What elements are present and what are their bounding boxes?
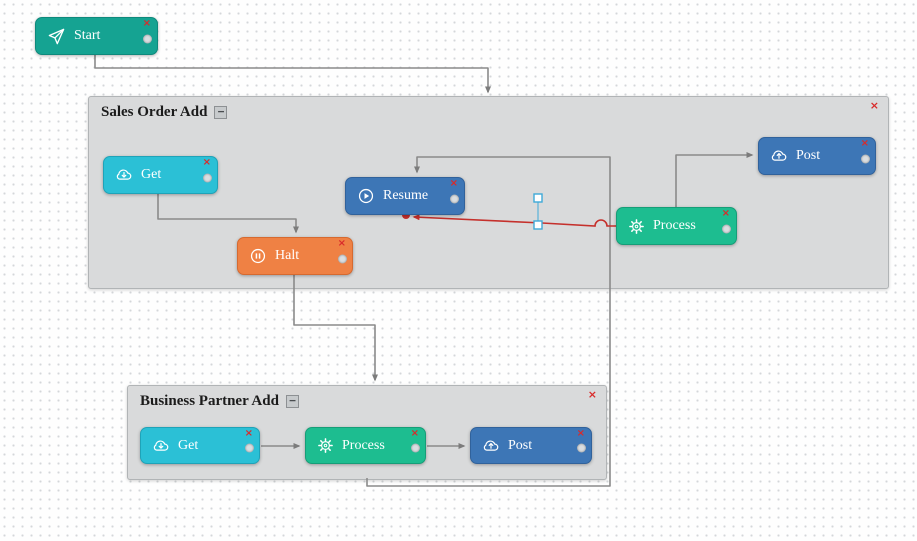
node-label: Post <box>796 148 821 163</box>
node-label: Resume <box>383 188 429 203</box>
connection-halt-to-business-partner[interactable] <box>293 275 378 382</box>
delete-group-button[interactable]: × <box>587 388 597 401</box>
cloud-download-icon <box>115 166 133 184</box>
node-label: Process <box>653 218 696 233</box>
delete-node-button[interactable]: × <box>202 157 211 168</box>
cloud-upload-icon <box>770 147 788 165</box>
delete-group-button[interactable]: × <box>869 99 879 112</box>
node-resume[interactable]: Resume × <box>345 177 465 215</box>
node-post[interactable]: Post × <box>470 427 592 464</box>
delete-node-button[interactable]: × <box>576 428 585 439</box>
connection-start-to-sales-order[interactable] <box>94 55 491 94</box>
connection-port[interactable] <box>338 254 347 264</box>
connection-port[interactable] <box>245 443 254 453</box>
delete-node-button[interactable]: × <box>244 428 253 439</box>
connection-port[interactable] <box>722 224 731 234</box>
node-label: Start <box>74 28 101 43</box>
connection-port[interactable] <box>861 154 870 164</box>
node-label: Process <box>342 437 385 453</box>
gear-icon <box>317 437 334 454</box>
delete-node-button[interactable]: × <box>410 428 419 439</box>
cloud-download-icon <box>152 437 170 455</box>
connection-port[interactable] <box>450 194 459 204</box>
group-title: Sales Order Add <box>101 104 208 120</box>
play-circle-icon <box>357 187 375 205</box>
node-get[interactable]: Get × <box>103 156 218 194</box>
delete-node-button[interactable]: × <box>142 18 151 29</box>
delete-node-button[interactable]: × <box>449 178 458 189</box>
collapse-group-button[interactable]: − <box>214 106 228 119</box>
connection-port[interactable] <box>143 34 152 44</box>
group-title: Business Partner Add <box>140 393 279 409</box>
delete-node-button[interactable]: × <box>337 238 346 249</box>
connection-port[interactable] <box>411 443 420 453</box>
node-start[interactable]: Start × <box>35 17 158 55</box>
node-label: Get <box>178 437 199 453</box>
node-process[interactable]: Process × <box>305 427 426 464</box>
group-title-row: Sales Order Add − <box>101 104 228 121</box>
node-process[interactable]: Process × <box>616 207 737 245</box>
node-label: Post <box>508 437 533 453</box>
collapse-group-button[interactable]: − <box>285 395 299 408</box>
pause-circle-icon <box>249 247 267 265</box>
cloud-upload-icon <box>482 437 500 455</box>
delete-node-button[interactable]: × <box>860 138 869 149</box>
delete-node-button[interactable]: × <box>721 208 730 219</box>
node-post[interactable]: Post × <box>758 137 876 175</box>
gear-icon <box>628 218 645 235</box>
group-title-row: Business Partner Add − <box>140 393 299 410</box>
node-halt[interactable]: Halt × <box>237 237 353 275</box>
node-label: Get <box>141 167 162 182</box>
connection-port[interactable] <box>577 443 586 453</box>
send-icon <box>47 27 66 46</box>
connection-port[interactable] <box>203 173 212 183</box>
node-get[interactable]: Get × <box>140 427 260 464</box>
node-label: Halt <box>275 248 300 263</box>
